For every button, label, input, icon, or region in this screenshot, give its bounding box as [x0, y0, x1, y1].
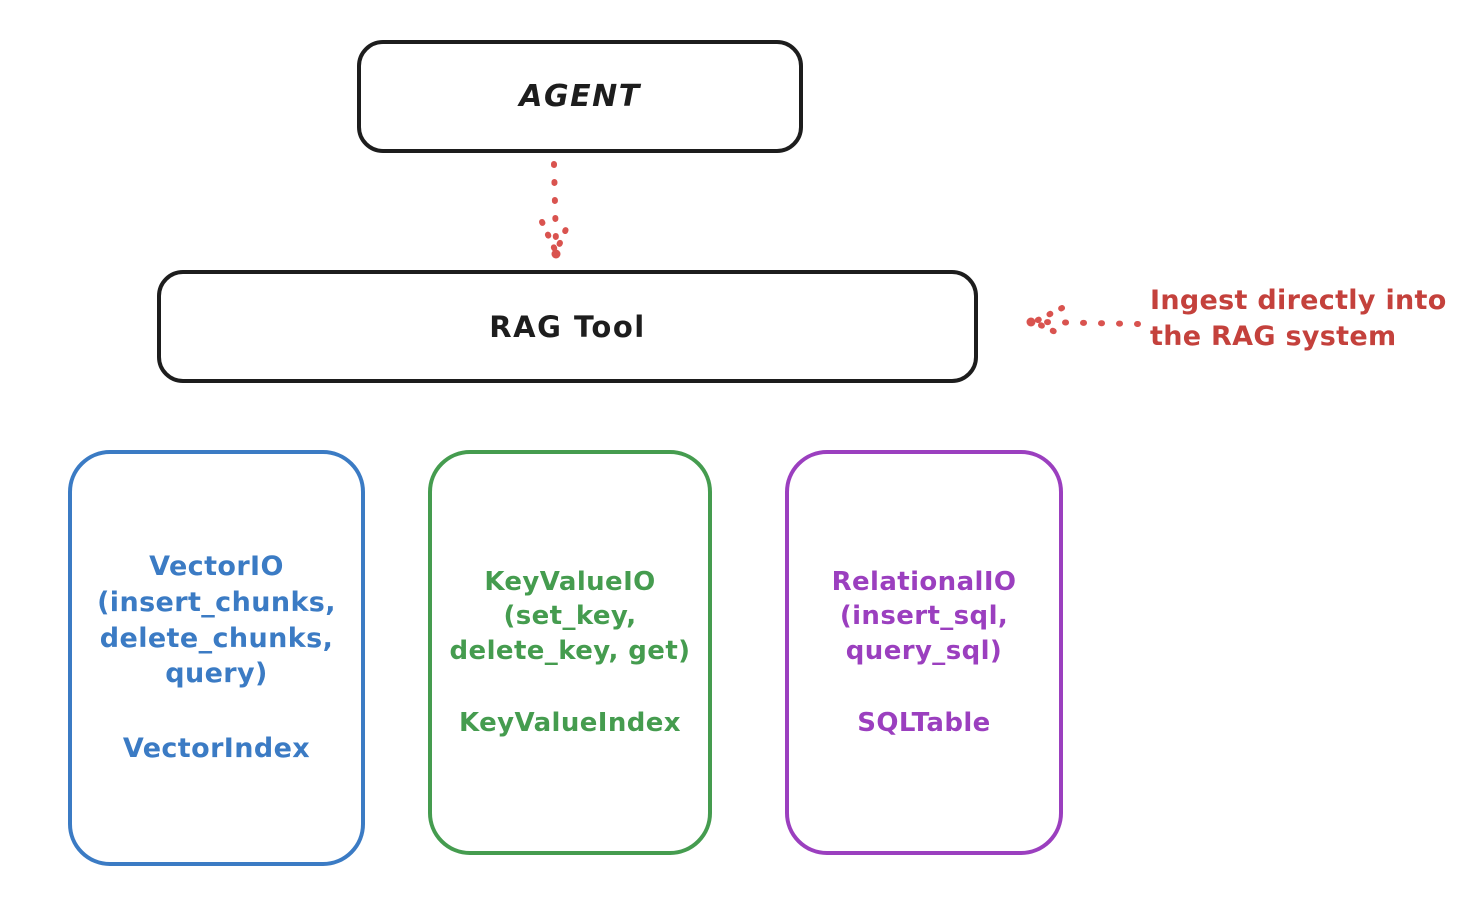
- node-rag-tool-label: RAG Tool: [489, 309, 646, 344]
- card-keyvalue-index-label: KeyValueIndex: [459, 707, 681, 738]
- card-keyvalue-io-methods: KeyValueIO (set_key, delete_key, get): [449, 567, 691, 666]
- card-vector-index-label: VectorIndex: [122, 733, 311, 764]
- card-relational-io-methods: RelationalIO (insert_sql, query_sql): [831, 567, 1017, 666]
- card-vector-io-methods: VectorIO (insert_chunks, delete_chunks, …: [97, 551, 336, 690]
- node-agent[interactable]: AGENT: [357, 40, 803, 153]
- annotation-ingest: Ingest directly into the RAG system: [1150, 285, 1447, 352]
- card-keyvalue-io[interactable]: KeyValueIO (set_key, delete_key, get) Ke…: [428, 450, 712, 855]
- connector-ingest-to-rag: [1022, 300, 1142, 348]
- node-agent-label: AGENT: [519, 79, 641, 114]
- card-sql-table-label: SQLTable: [857, 707, 991, 738]
- node-rag-tool[interactable]: RAG Tool: [157, 270, 978, 383]
- connector-agent-to-rag: [520, 160, 600, 270]
- card-vector-io[interactable]: VectorIO (insert_chunks, delete_chunks, …: [68, 450, 365, 866]
- card-relational-io[interactable]: RelationalIO (insert_sql, query_sql) SQL…: [785, 450, 1063, 855]
